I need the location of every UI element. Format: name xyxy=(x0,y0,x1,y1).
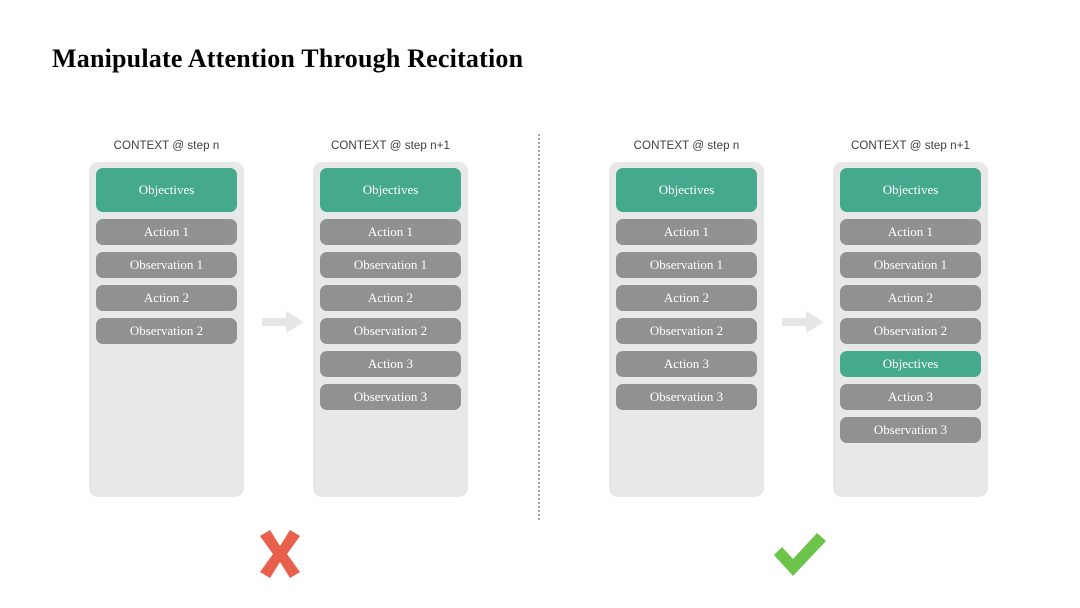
context-item: Observation 2 xyxy=(840,318,981,344)
right-arrow-icon xyxy=(262,311,304,333)
context-item: Action 2 xyxy=(320,285,461,311)
context-item: Action 3 xyxy=(616,351,757,377)
context-item-objectives: Objectives xyxy=(96,168,237,212)
context-item: Observation 1 xyxy=(96,252,237,278)
context-item: Observation 3 xyxy=(840,417,981,443)
context-item: Action 2 xyxy=(616,285,757,311)
column-header: CONTEXT @ step n+1 xyxy=(330,140,451,152)
cross-icon xyxy=(250,528,310,580)
context-item-objectives: Objectives xyxy=(616,168,757,212)
context-item: Observation 1 xyxy=(616,252,757,278)
context-item-objectives: Objectives xyxy=(320,168,461,212)
context-item-objectives: Objectives xyxy=(840,351,981,377)
context-item: Action 1 xyxy=(840,219,981,245)
context-item: Action 2 xyxy=(840,285,981,311)
context-item: Action 1 xyxy=(320,219,461,245)
context-item: Observation 2 xyxy=(320,318,461,344)
context-item: Observation 3 xyxy=(320,384,461,410)
context-item: Observation 1 xyxy=(840,252,981,278)
context-item: Observation 2 xyxy=(616,318,757,344)
column-header: CONTEXT @ step n xyxy=(633,140,740,152)
column-header: CONTEXT @ step n+1 xyxy=(850,140,971,152)
context-item-objectives: Objectives xyxy=(840,168,981,212)
context-item: Action 1 xyxy=(96,219,237,245)
context-item: Action 3 xyxy=(840,384,981,410)
context-item: Observation 1 xyxy=(320,252,461,278)
context-item: Action 1 xyxy=(616,219,757,245)
context-item: Action 3 xyxy=(320,351,461,377)
page-title: Manipulate Attention Through Recitation xyxy=(52,44,524,73)
check-icon xyxy=(770,528,830,580)
right-arrow-icon xyxy=(782,311,824,333)
context-item: Observation 2 xyxy=(96,318,237,344)
context-item: Observation 3 xyxy=(616,384,757,410)
vertical-divider xyxy=(538,134,540,520)
context-item: Action 2 xyxy=(96,285,237,311)
column-header: CONTEXT @ step n xyxy=(113,140,220,152)
